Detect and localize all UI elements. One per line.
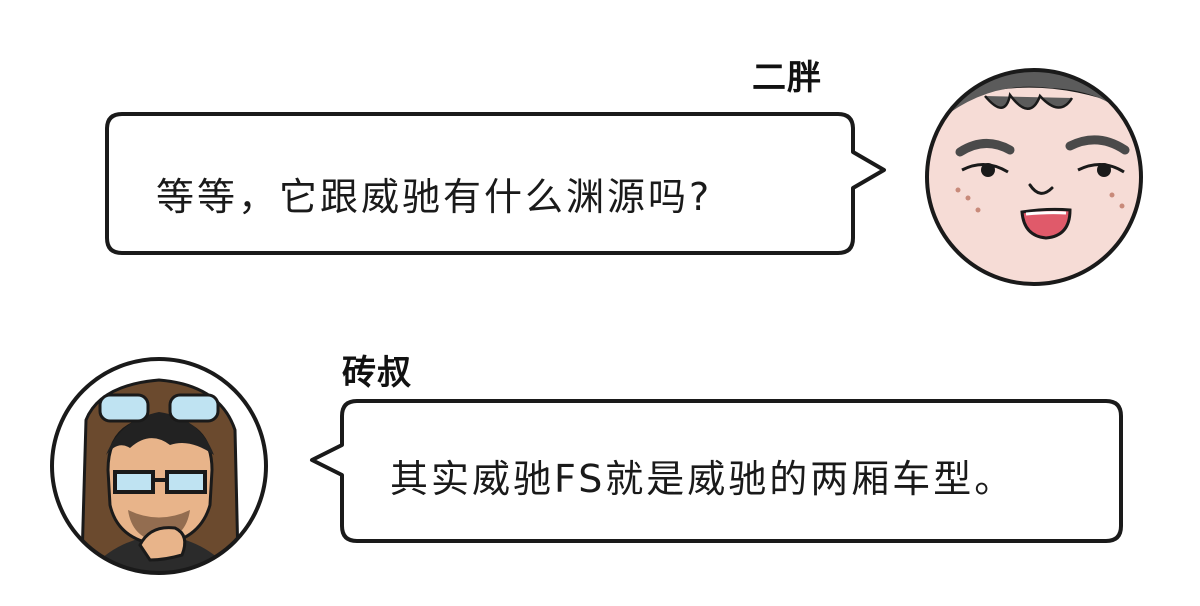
speaker-name-erpang: 二胖 [752, 58, 822, 98]
speech-text-erpang: 等等，它跟威驰有什么渊源吗? [156, 175, 713, 219]
erpang-avatar [925, 68, 1143, 286]
speaker-name-zhuanshu: 砖叔 [342, 353, 412, 393]
speech-text-zhuanshu: 其实威驰FS就是威驰的两厢车型。 [390, 457, 1016, 501]
speech-bubble-top [105, 112, 886, 255]
speech-bubble-bottom [310, 399, 1123, 543]
zhuanshu-avatar [50, 357, 268, 575]
